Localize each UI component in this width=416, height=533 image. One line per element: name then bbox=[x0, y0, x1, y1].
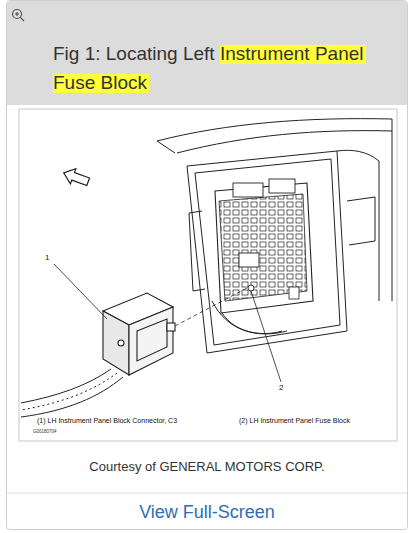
fuse-block bbox=[215, 183, 313, 313]
zoom-icon bbox=[13, 10, 25, 22]
wire-harness bbox=[21, 373, 117, 410]
fuse-block bbox=[233, 183, 263, 197]
block-connector bbox=[103, 311, 129, 375]
block-connector bbox=[103, 293, 175, 375]
dashboard-outline bbox=[187, 151, 347, 353]
block-connector bbox=[167, 323, 175, 331]
leader-lines bbox=[175, 288, 247, 326]
dashboard-outline bbox=[157, 141, 175, 153]
leader-lines bbox=[54, 264, 281, 382]
direction-arrow bbox=[61, 165, 91, 189]
dashboard-outline bbox=[177, 131, 392, 153]
direction-arrow bbox=[61, 165, 91, 189]
dashboard-outline bbox=[157, 119, 392, 353]
callout-number: 2 bbox=[279, 384, 283, 393]
fuse-block bbox=[215, 179, 313, 313]
dashboard-outline bbox=[195, 159, 340, 345]
figure-card: Fig 1: Locating Left Instrument Panel Fu… bbox=[6, 0, 408, 530]
figure-title: Fig 1: Locating Left Instrument Panel Fu… bbox=[53, 39, 403, 97]
fuse-block bbox=[219, 194, 307, 301]
dashboard-outline bbox=[222, 313, 282, 334]
figure-frame bbox=[19, 109, 397, 441]
dashboard-outline bbox=[337, 150, 379, 301]
dashboard-outline bbox=[347, 197, 375, 245]
block-connector bbox=[137, 319, 167, 361]
part-label: (2) LH Instrument Panel Fuse Block bbox=[239, 417, 350, 425]
wire-harness bbox=[21, 369, 123, 417]
fuse-block bbox=[239, 253, 259, 267]
part-label: (1) LH Instrument Panel Block Connector,… bbox=[37, 417, 177, 425]
leader-lines bbox=[251, 291, 281, 382]
block-connector bbox=[118, 340, 124, 346]
fuse-block bbox=[269, 179, 295, 193]
dashboard-outline bbox=[392, 119, 393, 301]
zoom-icon bbox=[13, 10, 22, 19]
figure-caption: Courtesy of GENERAL MOTORS CORP. bbox=[7, 459, 407, 474]
wire-harness bbox=[21, 369, 111, 403]
divider bbox=[7, 493, 408, 494]
callout-number: 1 bbox=[45, 254, 49, 263]
zoom-icon bbox=[16, 12, 17, 16]
fuse-block bbox=[248, 285, 254, 291]
zoom-icon bbox=[20, 17, 24, 21]
dashboard-outline bbox=[189, 211, 205, 291]
dashboard-outline bbox=[157, 119, 392, 141]
fuse-block bbox=[289, 287, 299, 299]
block-connector bbox=[129, 307, 173, 375]
leader-lines bbox=[54, 264, 107, 319]
view-link: View Full-Screen bbox=[7, 503, 407, 523]
figure-code: G00180704 bbox=[33, 430, 57, 435]
